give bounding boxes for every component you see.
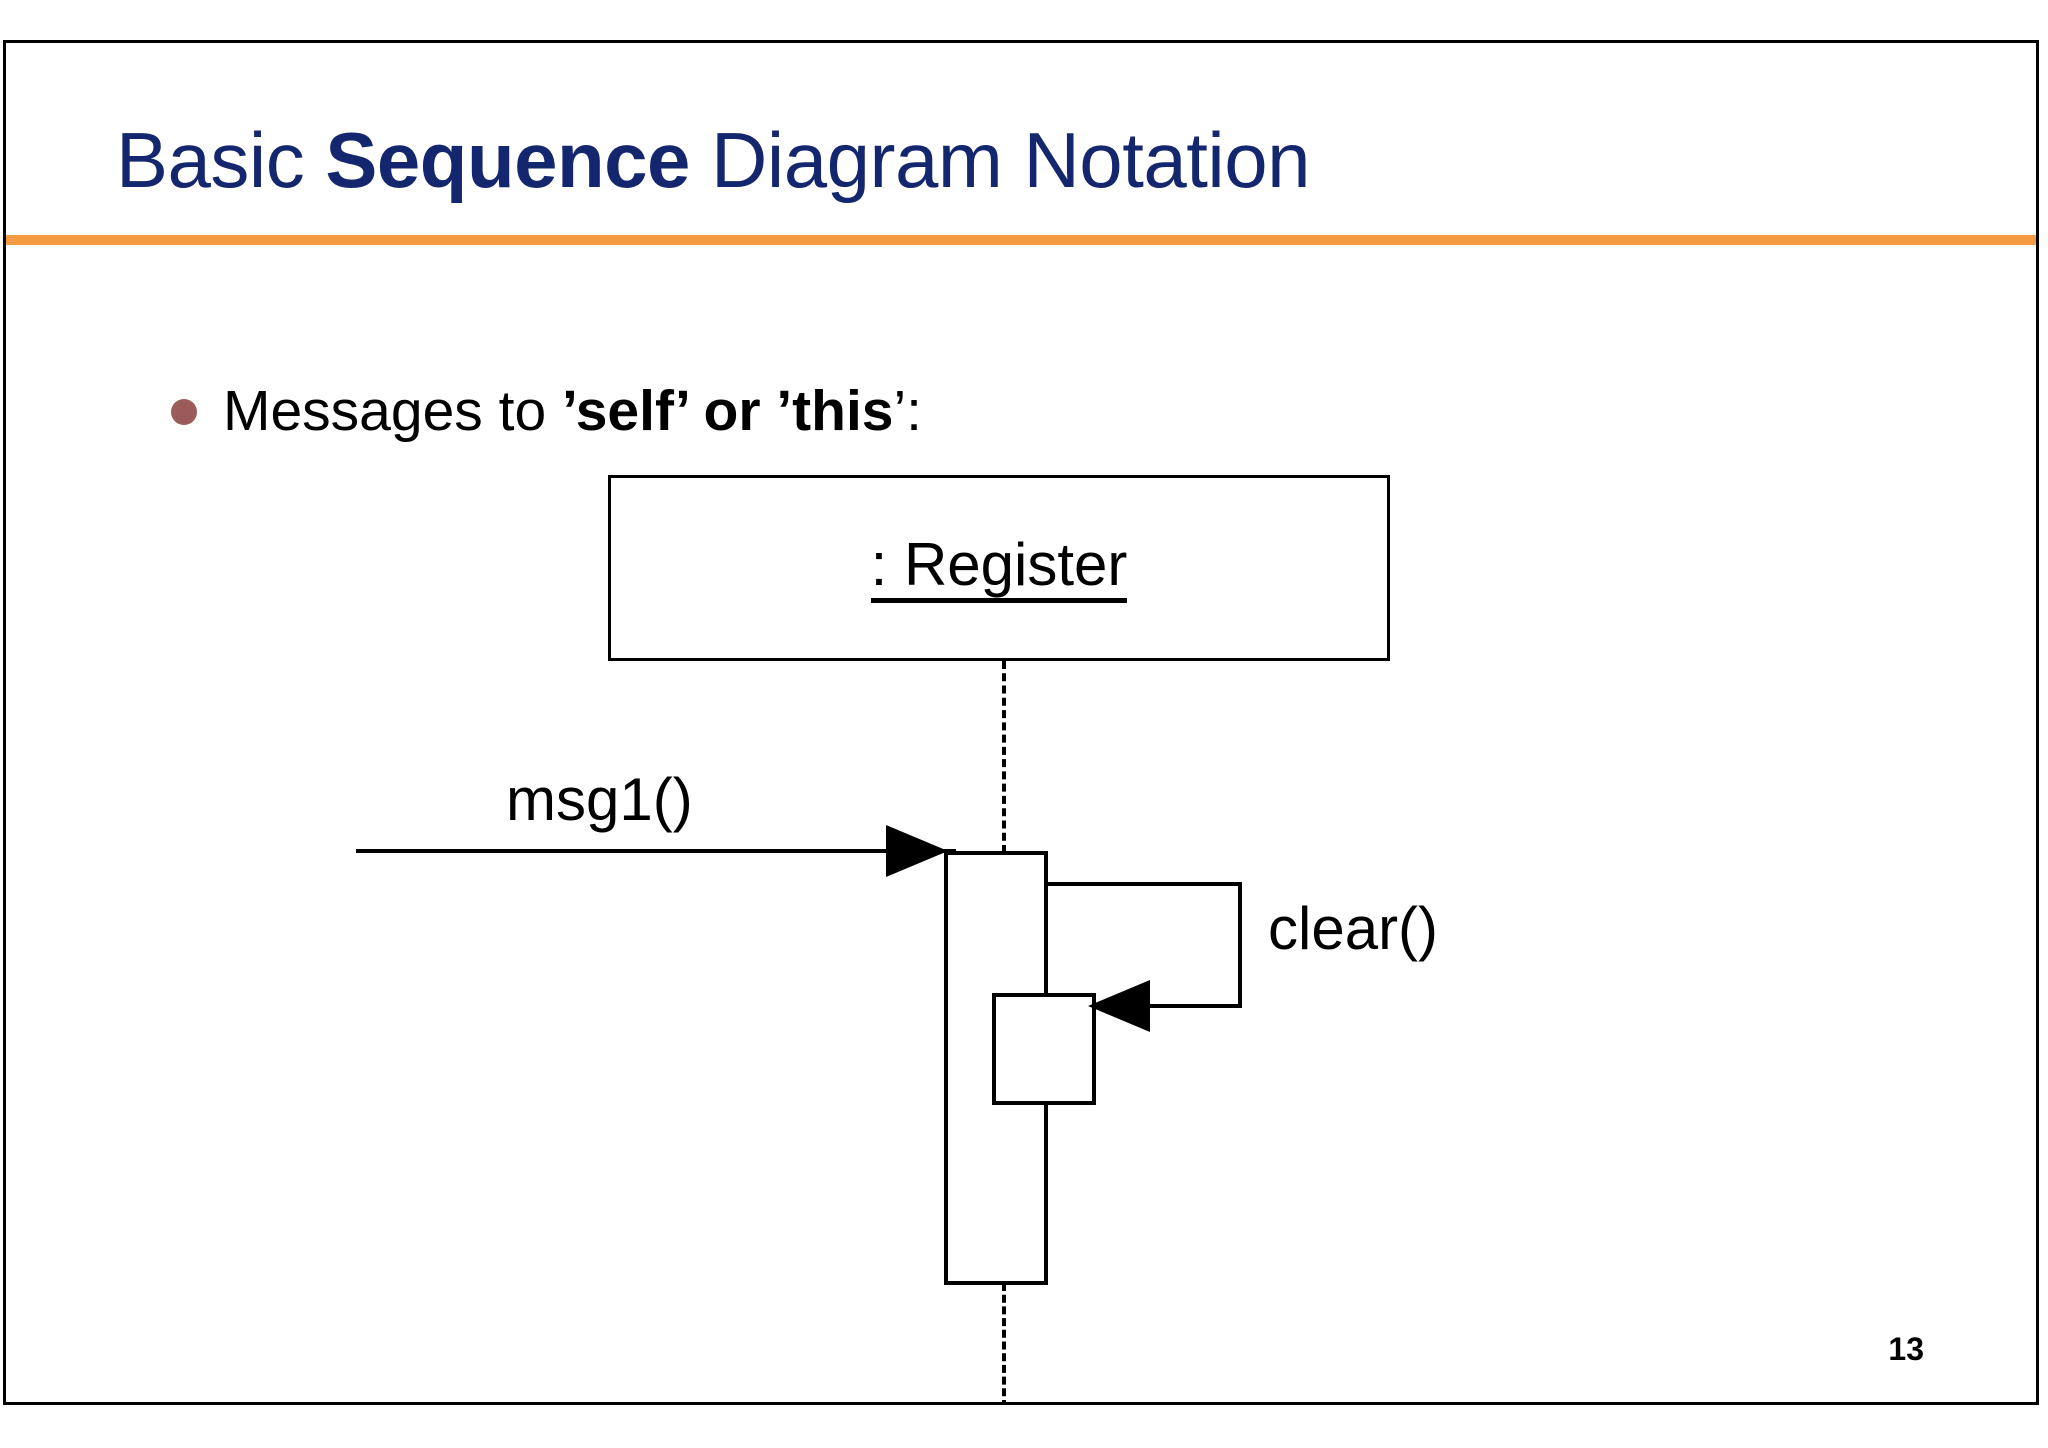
message-msg1-line: [356, 849, 956, 853]
bullet-list-item: Messages to ’self’ or ’this’:: [171, 383, 922, 440]
page-title: Basic Sequence Diagram Notation: [116, 121, 1311, 199]
bullet-item-label: Messages to ’self’ or ’this’:: [223, 383, 922, 440]
bullet-part-1: Messages to: [223, 379, 562, 443]
page-title-part-2: Sequence: [325, 116, 690, 204]
message-clear-segment-right: [1238, 882, 1242, 1008]
message-msg1-label[interactable]: msg1(): [506, 766, 693, 833]
page-title-part-3: Diagram Notation: [689, 116, 1310, 204]
message-clear-segment-bottom: [1136, 1004, 1242, 1008]
bullet-dot-icon: [171, 398, 197, 425]
lifeline-dash-upper: [1002, 661, 1006, 853]
uml-sequence-diagram: : Register msg1() clear(): [6, 43, 2036, 1402]
message-clear-segment-top: [1044, 882, 1242, 886]
page-title-part-1: Basic: [116, 116, 326, 204]
lifeline-head-register[interactable]: : Register: [608, 475, 1390, 661]
slide-header: Basic Sequence Diagram Notation: [6, 43, 2036, 245]
slide-frame: Basic Sequence Diagram Notation Messages…: [3, 40, 2039, 1405]
bullet-part-2: ’self’ or ’this: [562, 379, 894, 443]
page-number: 13: [1888, 1331, 1924, 1367]
message-clear-label[interactable]: clear(): [1268, 895, 1439, 962]
activation-bar-nested[interactable]: [992, 993, 1096, 1105]
message-msg1-arrowhead-icon: [886, 825, 948, 877]
title-divider-rule: [6, 235, 2036, 245]
lifeline-dash-lower: [1002, 1283, 1006, 1402]
message-clear-arrowhead-icon: [1088, 980, 1150, 1032]
lifeline-label-register: : Register: [611, 478, 1387, 658]
lifeline-label-text: : Register: [870, 533, 1128, 603]
bullet-part-3: ’:: [893, 379, 923, 443]
